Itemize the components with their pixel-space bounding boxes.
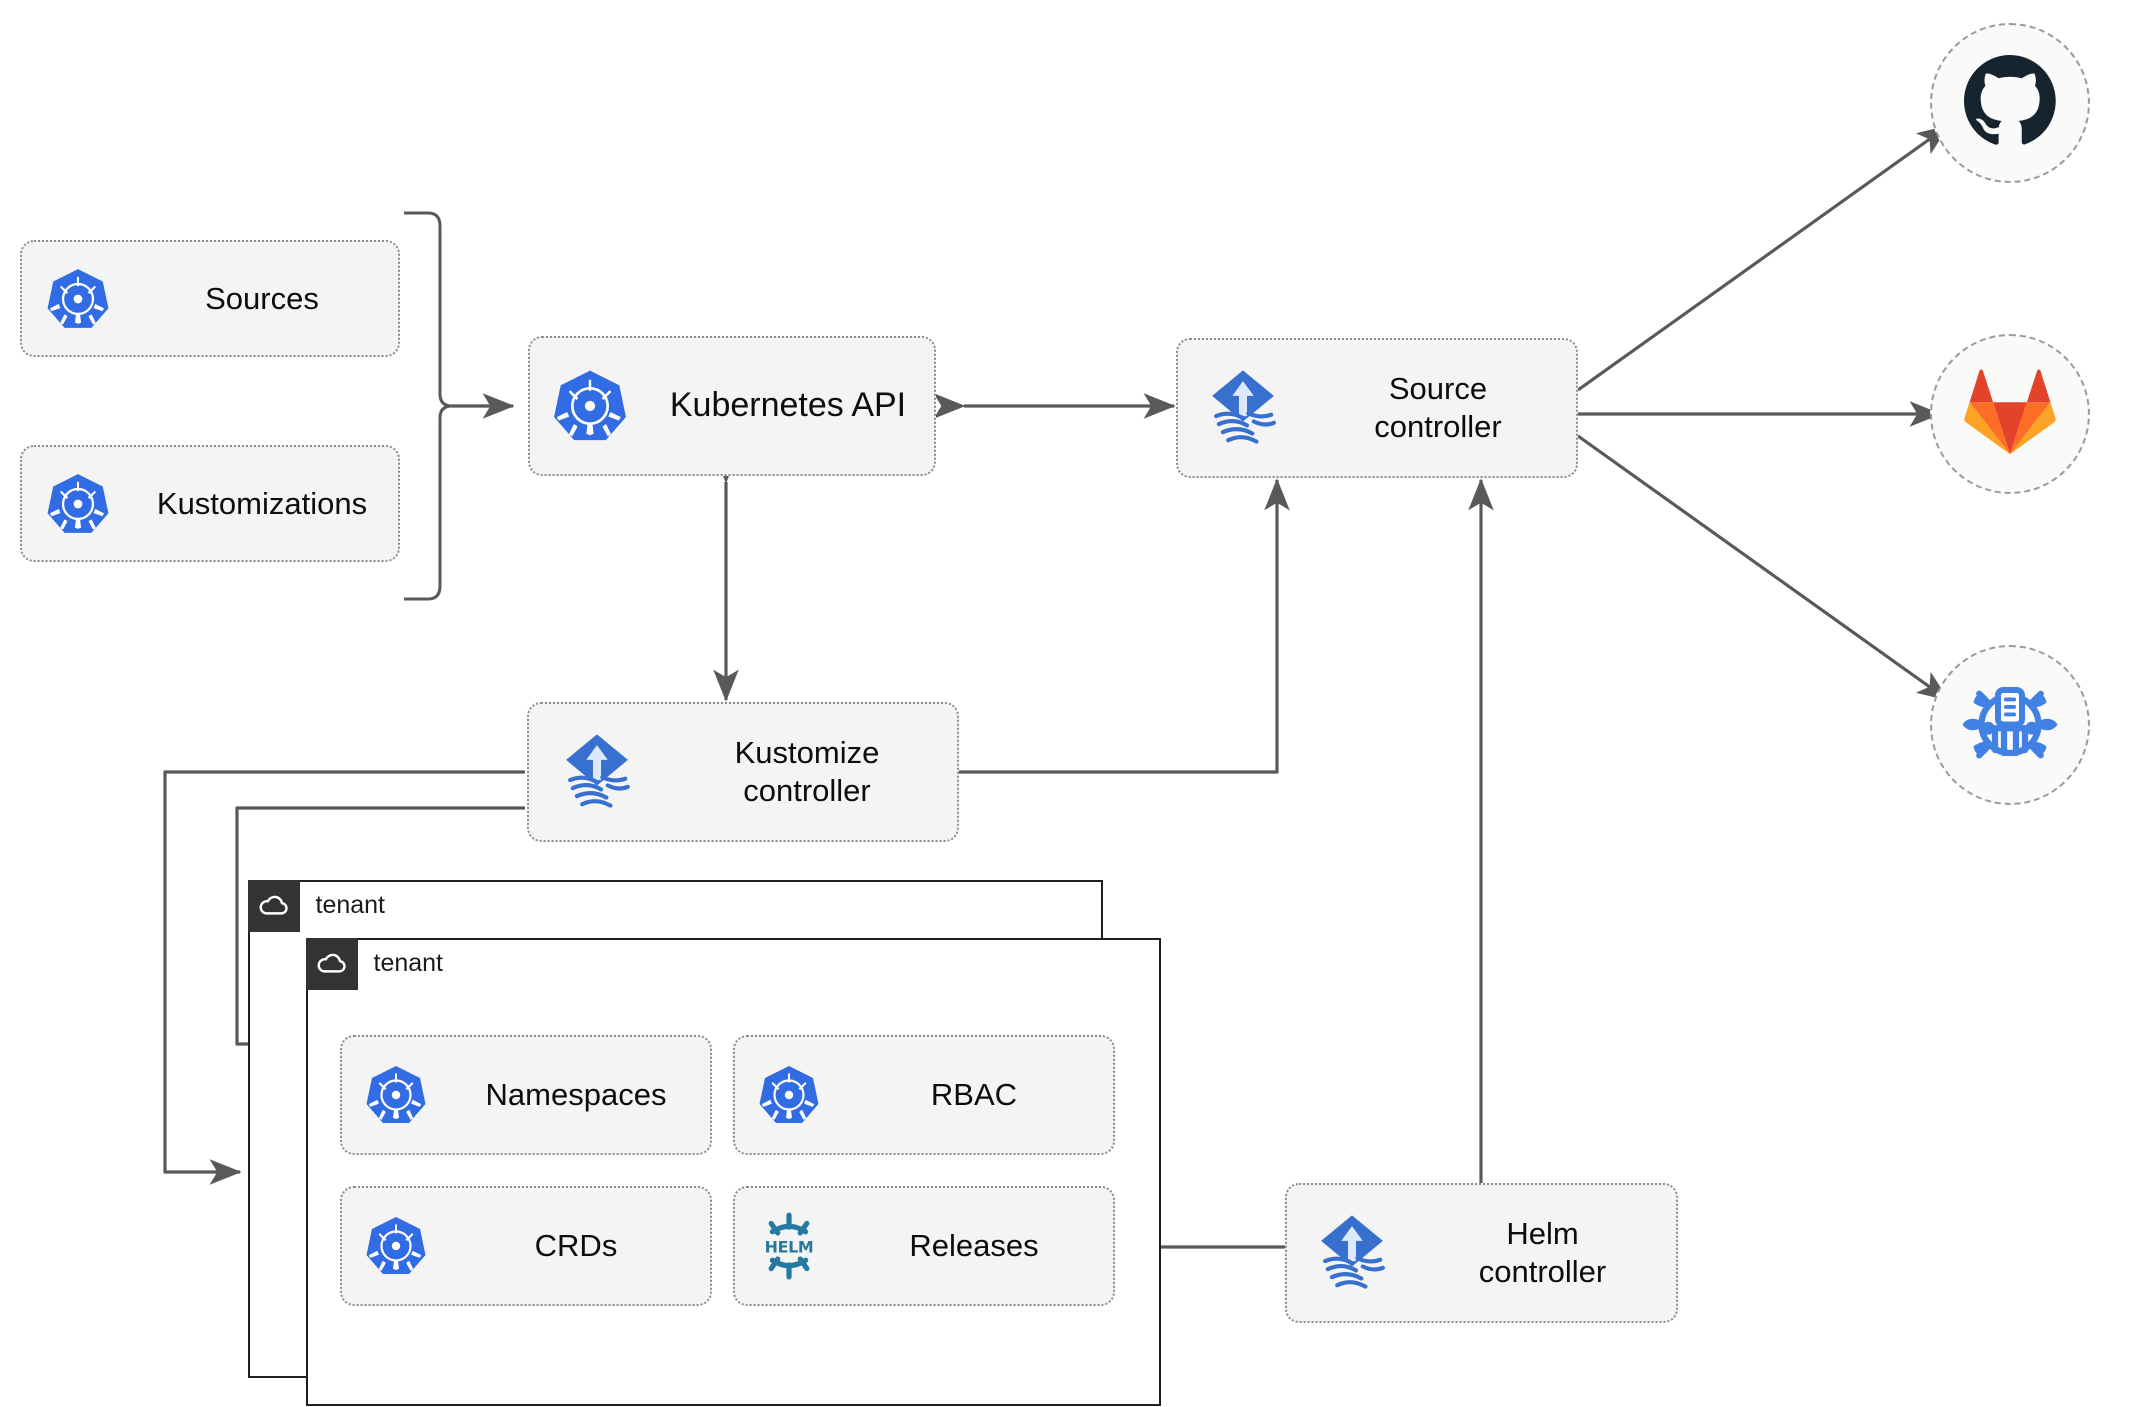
flux-icon (529, 729, 665, 815)
node-namespaces[interactable]: Namespaces (340, 1035, 712, 1155)
kubernetes-icon (735, 1063, 843, 1127)
node-kubernetes-api[interactable]: Kubernetes API (528, 336, 936, 476)
tenant-group-inner: tenant (305, 937, 1161, 1406)
cloud-icon (247, 879, 300, 932)
edge-bracket-to-k8s-api (378, 394, 525, 406)
node-helm-controller[interactable]: Helm controller (1285, 1183, 1678, 1323)
provider-gitlab[interactable] (1930, 334, 2090, 494)
flux-icon (1178, 365, 1308, 451)
node-kustomizations[interactable]: Kustomizations (20, 445, 400, 562)
tenant-inner-label: tenant (373, 949, 444, 977)
node-namespaces-label: Namespaces (485, 1077, 667, 1113)
cloud-icon (305, 937, 358, 990)
kubernetes-icon (530, 367, 650, 445)
tenant-inner-header: tenant (305, 937, 444, 990)
node-sources-label: Sources (205, 280, 319, 316)
node-helm-controller-label: Helm controller (1478, 1216, 1607, 1289)
kubernetes-icon (22, 266, 134, 332)
node-releases[interactable]: HELM Releases (733, 1186, 1115, 1306)
tenant-outer-header: tenant (247, 879, 386, 932)
helm-icon: HELM (735, 1208, 843, 1284)
provider-github[interactable] (1930, 23, 2090, 183)
edge-kustomize-to-source (959, 478, 1290, 774)
node-source-controller[interactable]: Source controller (1176, 338, 1578, 478)
node-kubernetes-api-label: Kubernetes API (669, 386, 907, 425)
github-icon (1962, 53, 2058, 154)
node-kustomize-controller-label: Kustomize controller (734, 735, 880, 808)
node-crds-label: CRDs (534, 1228, 618, 1264)
provider-harbor[interactable] (1930, 645, 2090, 805)
node-rbac-label: RBAC (930, 1077, 1018, 1113)
tenant-outer-label: tenant (315, 891, 386, 919)
harbor-icon (1962, 675, 2058, 776)
edge-source-to-harbor (1577, 434, 1950, 702)
node-kustomizations-label: Kustomizations (156, 485, 368, 521)
node-source-controller-label: Source controller (1374, 371, 1502, 444)
node-sources[interactable]: Sources (20, 240, 400, 357)
node-releases-label: Releases (909, 1228, 1039, 1264)
svg-text:HELM: HELM (765, 1238, 814, 1257)
kubernetes-icon (22, 471, 134, 537)
node-crds[interactable]: CRDs (340, 1186, 712, 1306)
gitlab-icon (1964, 368, 2056, 461)
edge-resources-bracket (404, 211, 454, 601)
node-rbac[interactable]: RBAC (733, 1035, 1115, 1155)
flux-icon (1287, 1210, 1417, 1296)
kubernetes-icon (342, 1214, 450, 1278)
node-kustomize-controller[interactable]: Kustomize controller (527, 702, 959, 842)
edge-source-to-github (1577, 124, 1950, 392)
kubernetes-icon (342, 1063, 450, 1127)
